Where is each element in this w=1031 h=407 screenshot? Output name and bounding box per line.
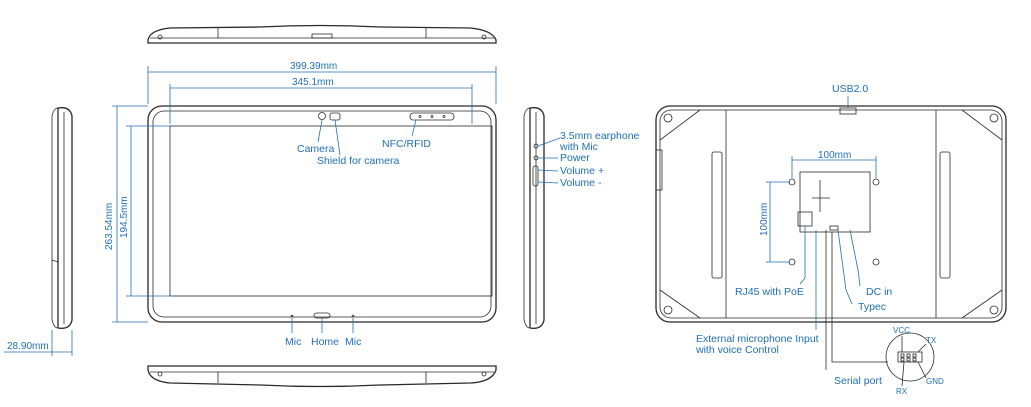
- right-side-view: [523, 107, 545, 329]
- ext-mic-label-2: with voice Control: [695, 344, 779, 356]
- outer-height-label: 263.54mm: [104, 203, 115, 250]
- back-view: [655, 105, 1007, 323]
- rj45-label: RJ45 with PoE: [735, 286, 804, 298]
- volume-up-label: Volume +: [560, 165, 604, 177]
- nfc-label: NFC/RFID: [382, 138, 431, 150]
- nfc-area-icon: [409, 112, 455, 121]
- vesa-v-label: 100mm: [759, 203, 770, 236]
- serial-connector-icon: [897, 351, 923, 363]
- shield-label: Shield for camera: [317, 155, 399, 167]
- camera-icon: [318, 112, 326, 120]
- ext-mic-label-1: External microphone Input: [696, 333, 819, 345]
- typec-port-icon: [829, 225, 839, 231]
- serial-port-label: Serial port: [834, 375, 882, 387]
- vesa-dimensions: 100mm 100mm: [759, 150, 877, 263]
- serial-port-detail: [885, 332, 935, 382]
- bottom-edge-view: [147, 365, 497, 388]
- left-side-view: [51, 107, 73, 329]
- screen-width-dimension: 345.1mm: [169, 77, 473, 124]
- typec-label: Typec: [858, 301, 886, 313]
- speaker-grill-right-icon: [939, 151, 951, 279]
- earphone-label-1: 3.5mm earphone: [560, 130, 640, 142]
- mic-left-icon: [290, 314, 294, 318]
- front-view: [147, 105, 497, 323]
- power-label: Power: [560, 152, 590, 164]
- mic-right-label: Mic: [345, 336, 361, 348]
- vesa-plate: [799, 171, 871, 233]
- screen-height-dimension: 194.5mm: [119, 125, 170, 297]
- front-annotations: Camera Shield for camera NFC/RFID Mic Ho…: [285, 119, 431, 348]
- usb-label: USB2.0: [832, 83, 868, 95]
- dc-label: DC in: [866, 286, 892, 298]
- vcc-label: VCC: [893, 326, 910, 335]
- mic-left-label: Mic: [285, 336, 301, 348]
- rx-label: RX: [896, 387, 908, 396]
- volume-down-label: Volume -: [560, 177, 602, 189]
- speaker-grill-left-icon: [711, 151, 723, 279]
- back-annotations: USB2.0 RJ45 with PoE DC in Typec Externa…: [695, 83, 944, 396]
- gnd-label: GND: [926, 377, 944, 386]
- camera-label: Camera: [297, 143, 335, 155]
- home-label: Home: [311, 336, 339, 348]
- volume-rocker-icon: [532, 165, 539, 187]
- outer-width-dimension: 399.39mm: [147, 61, 497, 104]
- vesa-h-label: 100mm: [818, 150, 851, 161]
- top-edge-view: [147, 24, 497, 44]
- outer-width-label: 399.39mm: [290, 61, 337, 72]
- left-side-port: [655, 149, 663, 191]
- screen-width-label: 345.1mm: [292, 77, 334, 88]
- thickness-label: 28.90mm: [7, 341, 49, 352]
- outer-height-dimension: 263.54mm: [104, 105, 148, 323]
- thickness-dimension: 28.90mm: [4, 330, 73, 356]
- side-annotations: 3.5mm earphone with Mic Power Volume + V…: [537, 130, 640, 189]
- screen-height-label: 194.5mm: [119, 196, 130, 238]
- earphone-label-2: with Mic: [559, 141, 598, 153]
- mic-right-icon: [351, 314, 355, 318]
- tx-label: TX: [926, 336, 937, 345]
